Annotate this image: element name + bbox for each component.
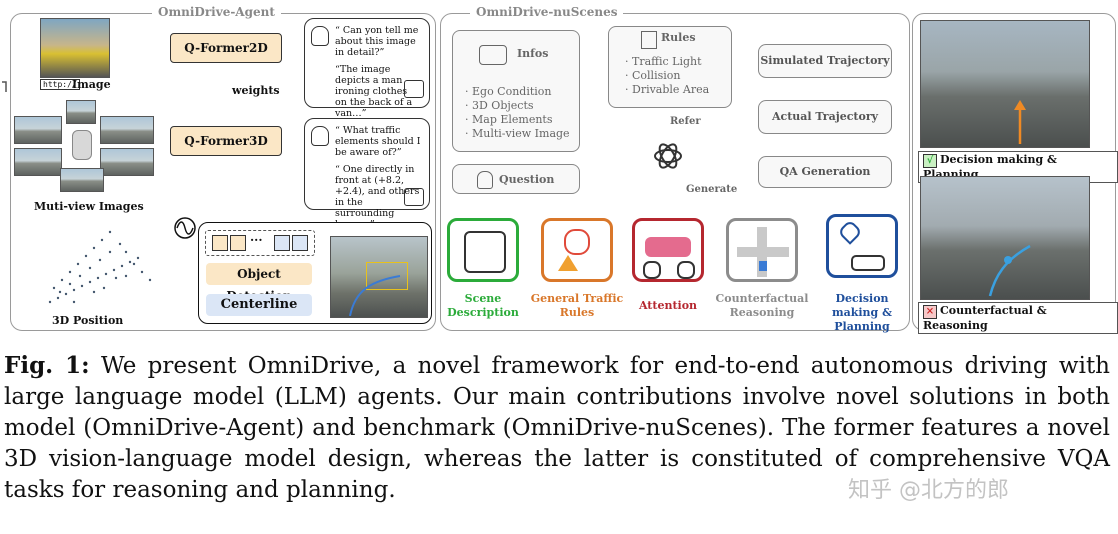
point-cloud	[48, 230, 152, 304]
multiview-label: Muti-view Images	[34, 200, 144, 213]
task-traffic-rules-label: General Traffic Rules	[530, 292, 624, 319]
question-label: Question	[499, 173, 555, 186]
infos-box: Infos · Ego Condition · 3D Objects · Map…	[452, 30, 580, 152]
task-decision-planning-label: Decision making & Planning	[831, 292, 893, 333]
token-ellipsis: ···	[250, 233, 263, 247]
nuscenes-panel-title: OmniDrive-nuScenes	[470, 5, 624, 19]
counterfactual-trajectory	[988, 244, 1031, 297]
task-traffic-rules-icon	[541, 218, 613, 282]
generate-label: Generate	[686, 184, 738, 195]
image-label: Image	[72, 78, 111, 91]
simulated-trajectory-box: Simulated Trajectory	[758, 44, 892, 78]
bubble1-question: “ Can yon tell me about this image in de…	[335, 25, 419, 58]
watermark: 知乎 @北方的郎	[848, 478, 1009, 503]
multiview-image-front-right	[100, 116, 154, 144]
planning-scene-image	[920, 20, 1090, 148]
info-item: · 3D Objects	[465, 99, 534, 112]
caption-text: We present OmniDrive, a novel framework …	[4, 353, 1110, 503]
info-item: · Multi-view Image	[465, 127, 570, 140]
position-label: 3D Position	[52, 314, 124, 327]
robot-icon	[404, 80, 424, 98]
rules-title: Rules	[661, 31, 696, 44]
question-box: Question	[452, 164, 580, 194]
detection-bbox	[366, 262, 408, 290]
actual-trajectory-box: Actual Trajectory	[758, 100, 892, 134]
bubble1-answer: “The image depicts a man ironing clothes…	[335, 64, 413, 119]
counterfactual-tag: ×Counterfactual & Reasoning	[918, 302, 1118, 334]
info-item: · Ego Condition	[465, 85, 552, 98]
counterfactual-scene-image	[920, 176, 1090, 300]
ego-car-icon	[72, 130, 92, 160]
qformer3d-block: Q-Former3D	[170, 126, 282, 156]
task-attention-label: Attention	[638, 299, 698, 312]
rule-item: · Traffic Light	[625, 55, 702, 68]
multiview-image-front	[66, 100, 96, 124]
multiview-image-back-right	[100, 148, 154, 176]
task-decision-planning-icon	[826, 214, 898, 278]
multiview-image-front-left	[14, 116, 62, 144]
task-scene-description-label: Scene Description	[447, 292, 519, 319]
check-icon: √	[923, 154, 937, 168]
info-item: · Map Elements	[465, 113, 553, 126]
multiview-image-back-left	[14, 148, 62, 176]
weights-label: weights	[232, 84, 280, 97]
infos-icon	[479, 45, 507, 65]
refer-label: Refer	[670, 116, 701, 127]
qformer2d-block: Q-Former2D	[170, 33, 282, 63]
object-detection-block: Object Detection	[206, 263, 312, 303]
query-tokens: ···	[205, 230, 315, 256]
image-url-icon: http://	[40, 79, 80, 90]
task-counterfactual-label: Counterfactual Reasoning	[715, 292, 809, 319]
agent-panel-title: OmniDrive-Agent	[152, 5, 281, 19]
task-attention-icon	[632, 218, 704, 282]
user-icon	[311, 26, 329, 46]
figure-caption: Fig. 1: We present OmniDrive, a novel fr…	[4, 350, 1110, 506]
input-image	[40, 18, 110, 78]
llm-logo-icon	[654, 143, 682, 169]
counterfactual-tag-label: Counterfactual & Reasoning	[923, 304, 1047, 332]
positional-encoding-icon	[174, 217, 196, 239]
question-icon	[477, 171, 493, 189]
bubble2-question: “ What traffic elements should I be awar…	[335, 125, 421, 158]
chat-bubble-2d: “ Can yon tell me about this image in de…	[304, 18, 430, 119]
planning-trajectory-arrow	[1014, 100, 1026, 144]
user-icon	[311, 126, 329, 146]
cross-icon: ×	[923, 305, 937, 319]
task-counterfactual-icon	[726, 218, 798, 282]
rule-item: · Collision	[625, 69, 681, 82]
rule-item: · Drivable Area	[625, 83, 710, 96]
caption-label: Fig. 1:	[4, 352, 90, 379]
infos-title: Infos	[517, 47, 549, 60]
qa-generation-box: QA Generation	[758, 156, 892, 188]
rules-icon	[641, 31, 657, 49]
centerline-block: Centerline	[206, 294, 312, 316]
robot-icon	[404, 188, 424, 206]
detection-result-image	[330, 236, 428, 318]
rules-box: Rules · Traffic Light · Collision · Driv…	[608, 26, 732, 108]
centerline-curve	[349, 275, 401, 316]
multiview-image-back	[60, 168, 104, 192]
task-scene-description-icon	[447, 218, 519, 282]
